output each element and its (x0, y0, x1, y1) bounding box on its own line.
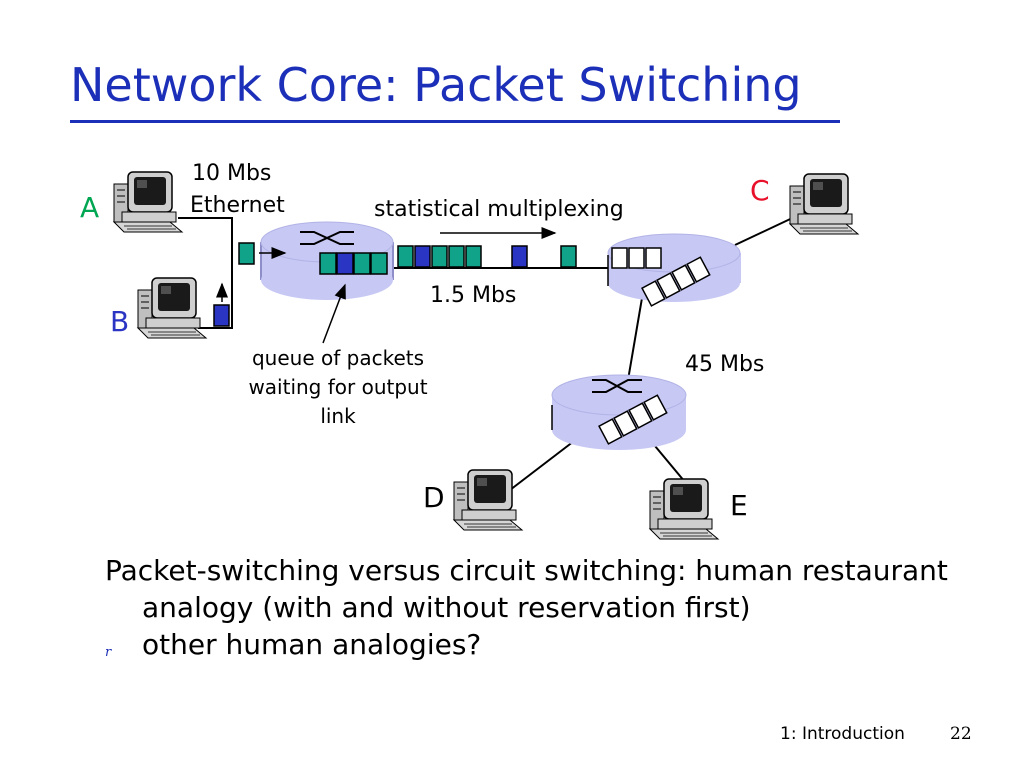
packet (511, 245, 528, 268)
title-underline (70, 120, 840, 123)
link-d (509, 437, 579, 491)
packet (448, 245, 465, 268)
packet (397, 245, 414, 268)
link-a (178, 217, 233, 265)
footer-section: 1: Introduction (780, 724, 905, 744)
host-label-c: C (750, 174, 770, 207)
packet (431, 245, 448, 268)
queue-label-line2: waiting for output (248, 375, 427, 399)
stat-mux-label: statistical multiplexing (374, 197, 624, 222)
bullet-item: r other human analogies? (105, 626, 985, 663)
computer-d-icon (453, 469, 523, 531)
queue-label-line1: queue of packets (252, 346, 424, 370)
link-15-label: 1.5 Mbs (430, 283, 516, 308)
host-label-e: E (730, 489, 748, 522)
bullet-text: other human analogies? (142, 628, 482, 661)
arrows (216, 227, 557, 344)
packet (560, 245, 577, 268)
queue-left (319, 252, 388, 275)
ethernet-label: Ethernet (190, 193, 285, 218)
queue-label-line3: link (320, 404, 356, 428)
queue-right-flat (611, 247, 662, 269)
queue-bottom (598, 394, 668, 445)
packet (414, 245, 431, 268)
computer-b-icon (137, 277, 207, 339)
link-b (198, 265, 233, 329)
arrow-queue-pointer (322, 283, 346, 344)
page-number: 22 (950, 724, 972, 744)
link-45-label: 45 Mbs (685, 352, 764, 377)
ethernet-speed-label: 10 Mbs (192, 161, 271, 186)
bullet-marker: r (105, 645, 112, 660)
link-45-mbs (627, 297, 643, 381)
slide-title: Network Core: Packet Switching (70, 58, 802, 112)
host-label-d: D (423, 481, 445, 514)
packet (238, 242, 255, 265)
computer-a-icon (113, 171, 183, 233)
computer-e-icon (649, 478, 719, 540)
packet (213, 304, 230, 327)
router-bottom (551, 374, 687, 450)
host-label-a: A (80, 191, 99, 224)
slide-body: Packet-switching versus circuit switchin… (105, 552, 985, 663)
body-paragraph: Packet-switching versus circuit switchin… (105, 554, 948, 624)
queue-right-diagonal (641, 256, 711, 307)
router-right (607, 233, 741, 302)
host-label-b: B (110, 305, 129, 338)
packet (465, 245, 482, 268)
computer-c-icon (789, 173, 859, 235)
packet-switching-diagram: A B C D E 10 Mbs Ethernet statistical mu… (80, 161, 859, 540)
packets-in-transit (213, 242, 577, 327)
